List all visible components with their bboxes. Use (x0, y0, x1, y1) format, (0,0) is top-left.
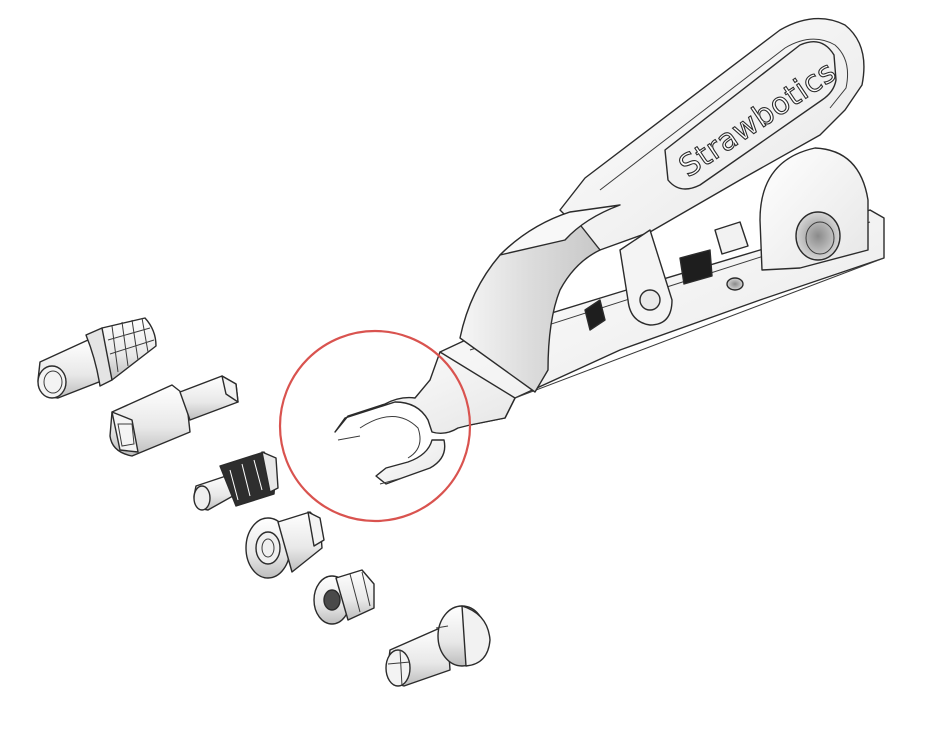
rear-boss-bore-inner (805, 221, 835, 255)
mechanism-slot (584, 299, 606, 331)
tool-top-lever-bevel (599, 38, 849, 191)
tool-body: Strawbotics (334, 17, 885, 485)
part-flanged-bushing (245, 511, 325, 579)
tool-fork-prong-lower (375, 439, 446, 485)
blade-housing-hood (459, 211, 601, 393)
part-square-adapter (109, 375, 239, 457)
tool-fork-edge (337, 435, 403, 485)
spring-arm-pivot (639, 289, 661, 311)
mechanism-dark-window (679, 249, 713, 285)
part-hex-bolt (313, 569, 375, 625)
part-split-collet (385, 605, 491, 687)
highlight-circle (278, 329, 472, 523)
tool-side-rail-lower (514, 257, 885, 399)
part-spring-shaft (193, 451, 279, 511)
logo-panel (664, 41, 837, 190)
blade-housing-hood-top (499, 204, 621, 256)
tool-fork-cutout (359, 416, 421, 459)
rear-boss-bore (795, 211, 841, 261)
part-barb-fitting (37, 317, 157, 399)
base-small-block (714, 221, 749, 255)
rear-boss-housing (759, 147, 869, 271)
base-screw-hole (726, 277, 744, 291)
